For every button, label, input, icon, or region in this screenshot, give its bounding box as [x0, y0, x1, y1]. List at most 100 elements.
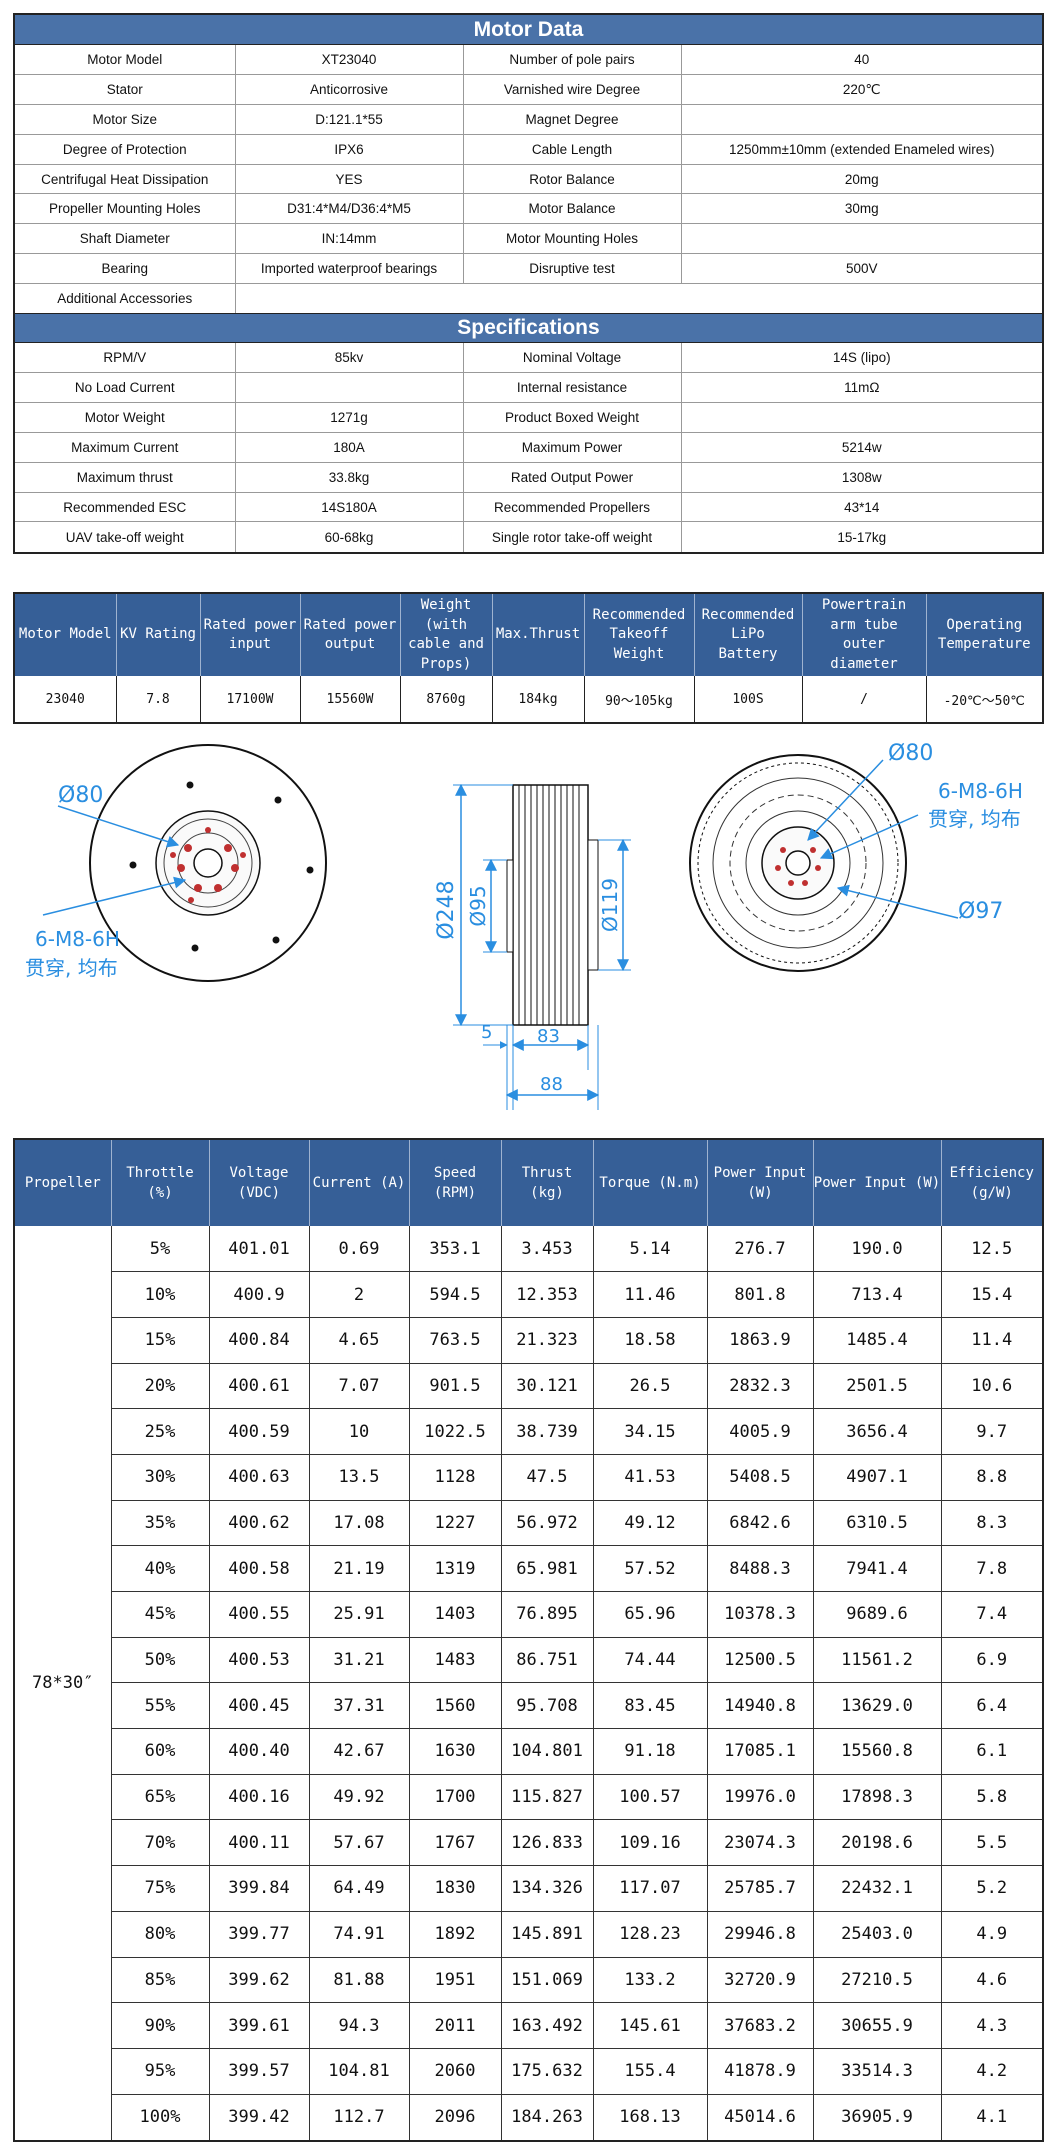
spec-label: Maximum thrust [15, 462, 236, 493]
performance-cell: 6.9 [941, 1637, 1042, 1684]
spec-label: Motor Balance [463, 193, 682, 225]
performance-cell: 400.53 [209, 1637, 310, 1684]
performance-cell: 400.55 [209, 1591, 310, 1638]
performance-cell: 4907.1 [813, 1454, 942, 1501]
summary-cell: 15560W [300, 676, 401, 723]
performance-cell: 10.6 [941, 1363, 1042, 1410]
performance-cell: 49.12 [593, 1500, 708, 1547]
performance-cell: 34.15 [593, 1408, 708, 1455]
performance-cell: 2832.3 [707, 1363, 814, 1410]
performance-cell: 83.45 [593, 1682, 708, 1730]
performance-cell: 6.1 [941, 1728, 1042, 1775]
performance-cell: 25.91 [309, 1591, 410, 1638]
spec-label: Motor Weight [15, 402, 236, 434]
summary-header: Rated power output [300, 594, 401, 677]
side-d95-label: Ø95 [466, 885, 490, 926]
spec-value: 30mg [681, 193, 1042, 225]
spec-value: 1308w [681, 462, 1042, 493]
performance-cell: 400.58 [209, 1545, 310, 1592]
summary-header: Recommended LiPo Battery [694, 594, 803, 677]
spec-value [235, 283, 1042, 313]
top-thread-label: 6-M8-6H [938, 779, 1023, 803]
performance-cell: 74.91 [309, 1911, 410, 1958]
performance-cell: 1892 [409, 1911, 502, 1958]
performance-cell: 11.4 [941, 1317, 1042, 1364]
performance-cell: 4.65 [309, 1317, 410, 1364]
performance-cell: 184.263 [501, 2094, 594, 2140]
spec-value: 33.8kg [235, 462, 464, 493]
performance-cell: 163.492 [501, 2002, 594, 2049]
performance-cell: 35% [111, 1500, 210, 1547]
spec-label: Additional Accessories [15, 283, 236, 314]
performance-cell: 1403 [409, 1591, 502, 1638]
performance-cell: 36905.9 [813, 2094, 942, 2140]
performance-cell: 5.5 [941, 1819, 1042, 1867]
performance-cell: 12.5 [941, 1226, 1042, 1273]
performance-cell: 33514.3 [813, 2048, 942, 2095]
performance-cell: 86.751 [501, 1637, 594, 1684]
top-view: Ø80 6-M8-6H 贯穿, 均布 Ø97 [689, 741, 1023, 972]
drawings-svg: Ø80 6-M8-6H 贯穿, 均布 [25, 741, 1023, 1110]
performance-cell: 22432.1 [813, 1865, 942, 1912]
spec-value: 220℃ [681, 74, 1042, 106]
performance-cell: 1863.9 [707, 1317, 814, 1364]
bottom-view: Ø80 6-M8-6H 贯穿, 均布 [25, 744, 327, 982]
spec-label: Motor Mounting Holes [463, 223, 682, 255]
performance-cell: 38.739 [501, 1408, 594, 1455]
performance-cell: 25785.7 [707, 1865, 814, 1912]
summary-cell: 8760g [400, 676, 493, 723]
motor-data-row: Additional Accessories [15, 283, 1042, 314]
performance-cell: 76.895 [501, 1591, 594, 1638]
spec-value: Anticorrosive [235, 74, 464, 106]
performance-cell: 75% [111, 1865, 210, 1912]
summary-cell: 184kg [492, 676, 585, 723]
top-d97-label: Ø97 [958, 899, 1003, 924]
performance-cell: 901.5 [409, 1363, 502, 1410]
performance-header: Current (A) [309, 1140, 410, 1226]
performance-cell: 17.08 [309, 1500, 410, 1547]
performance-cell: 7.07 [309, 1363, 410, 1410]
performance-cell: 112.7 [309, 2094, 410, 2140]
performance-cell: 45014.6 [707, 2094, 814, 2140]
performance-cell: 2011 [409, 2002, 502, 2049]
performance-cell: 4.2 [941, 2048, 1042, 2095]
performance-cell: 37683.2 [707, 2002, 814, 2049]
performance-cell: 15560.8 [813, 1728, 942, 1775]
performance-cell: 104.801 [501, 1728, 594, 1775]
performance-cell: 2096 [409, 2094, 502, 2140]
performance-cell: 4005.9 [707, 1408, 814, 1455]
performance-header: Propeller [15, 1140, 112, 1226]
performance-cell: 0.69 [309, 1226, 410, 1273]
performance-cell: 1830 [409, 1865, 502, 1912]
spec-value: 1271g [235, 402, 464, 434]
performance-cell: 5% [111, 1226, 210, 1273]
performance-header: Power Input (W) [813, 1140, 942, 1226]
performance-cell: 5.8 [941, 1774, 1042, 1821]
spec-value: 500V [681, 253, 1042, 284]
performance-cell: 15% [111, 1317, 210, 1364]
performance-cell: 2 [309, 1271, 410, 1318]
performance-cell: 95% [111, 2048, 210, 2095]
side-83-label: 83 [537, 1026, 560, 1047]
performance-cell: 65% [111, 1774, 210, 1821]
performance-cell: 399.42 [209, 2094, 310, 2140]
performance-cell: 74.44 [593, 1637, 708, 1684]
spec-label: Recommended ESC [15, 492, 236, 523]
spec-label: Rated Output Power [463, 462, 682, 493]
bottom-thread-label: 6-M8-6H [35, 927, 120, 951]
performance-cell: 95.708 [501, 1682, 594, 1730]
performance-cell: 145.61 [593, 2002, 708, 2049]
summary-header: Max.Thrust [492, 594, 585, 677]
spec-label: Stator [15, 74, 236, 106]
performance-cell: 30.121 [501, 1363, 594, 1410]
